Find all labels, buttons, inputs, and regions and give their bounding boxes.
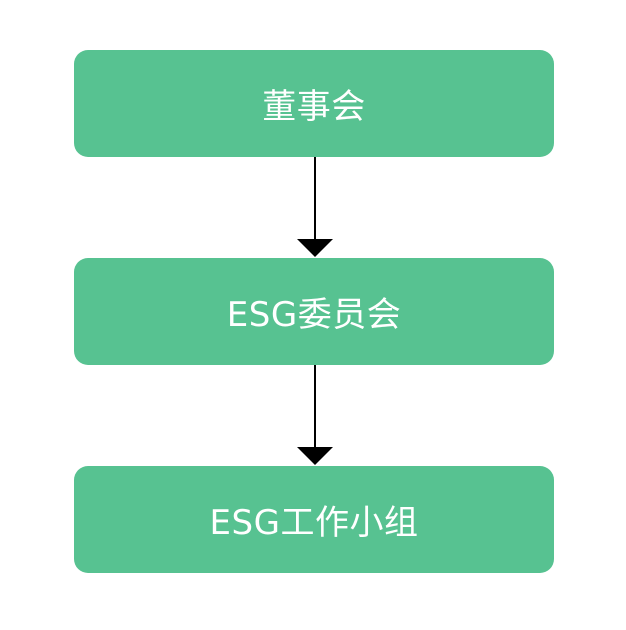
node-esg-working-group-label: ESG工作小组	[209, 503, 419, 543]
node-esg-committee-label: ESG委员会	[226, 295, 402, 335]
arrow-committee-to-working-group	[297, 365, 333, 465]
node-esg-working-group: ESG工作小组	[74, 466, 554, 573]
node-board-label: 董事会	[262, 87, 366, 127]
arrow-board-to-committee	[297, 157, 333, 257]
node-esg-committee: ESG委员会	[74, 258, 554, 365]
node-board: 董事会	[74, 50, 554, 157]
